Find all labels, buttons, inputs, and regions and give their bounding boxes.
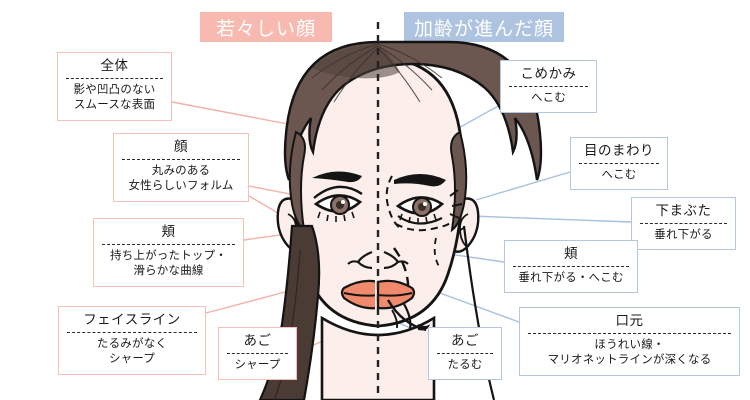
lip-line-left <box>343 292 375 297</box>
callout-title: あご <box>243 333 272 348</box>
callout-divider <box>67 331 197 333</box>
callout-divider <box>102 243 235 245</box>
callout-divider <box>437 352 493 354</box>
callout-title: あご <box>451 333 479 348</box>
callout-desc: 持ち上がったトップ・ 滑らかな曲線 <box>110 249 227 278</box>
callout-title: 全体 <box>100 58 129 73</box>
banner-aged-face: 加齢が進んだ顔 <box>404 12 564 42</box>
callout-aged-eye-area[interactable]: 目のまわり へこむ <box>570 137 668 191</box>
callout-young-faceline[interactable]: フェイスライン たるみがなく シャープ <box>58 306 206 375</box>
leader-line-faceline <box>205 287 301 314</box>
callout-desc: たるみがなく シャープ <box>96 337 168 366</box>
callout-aged-cheek[interactable]: 頬 垂れ下がる・へこむ <box>504 240 638 294</box>
callout-title: 下まぶた <box>655 203 712 218</box>
callout-aged-temple[interactable]: こめかみ へこむ <box>500 60 597 114</box>
callout-divider <box>513 265 629 267</box>
nostril-left <box>347 260 359 265</box>
lip-line-right <box>377 292 413 297</box>
banner-aged-label: 加齢が進んだ顔 <box>413 18 554 40</box>
callout-divider <box>528 332 731 334</box>
aged-side-features <box>376 174 463 332</box>
jaw-sag-arrow <box>418 324 430 331</box>
leader-line-eye-area <box>475 171 571 201</box>
callout-desc: シャープ <box>234 358 281 371</box>
callout-divider <box>227 352 288 354</box>
callout-desc: 影や凹凸のない スムースな表面 <box>73 83 156 112</box>
callout-desc: へこむ <box>601 168 637 181</box>
banner-young-face: 若々しい顔 <box>200 12 332 42</box>
callout-title: 口元 <box>615 313 644 328</box>
callout-aged-lower-lid[interactable]: 下まぶた 垂れ下がる <box>631 197 736 251</box>
marionette-line-inner <box>391 309 399 329</box>
eyelid-crease-left <box>313 185 363 199</box>
eye-highlight-right <box>423 202 427 206</box>
hollow-eye-line <box>395 219 455 232</box>
callout-divider <box>66 77 163 79</box>
callout-young-chin[interactable]: あご シャープ <box>218 327 297 381</box>
eyebrow-right <box>394 174 446 187</box>
nostril-right <box>397 260 409 265</box>
callout-desc: へこむ <box>530 91 567 104</box>
callout-desc: ほうれい線・ マリオネットラインが深くなる <box>547 338 712 367</box>
callout-title: フェイスライン <box>83 312 181 327</box>
crows-feet <box>449 189 463 219</box>
callout-divider <box>122 158 240 160</box>
leader-line-temple <box>454 104 501 131</box>
eyelashes-left <box>317 211 355 222</box>
callout-desc: 丸みのある 女性らしいフォルム <box>128 164 234 193</box>
callout-young-face[interactable]: 顔 丸みのある 女性らしいフォルム <box>113 133 249 202</box>
callout-young-cheek[interactable]: 頬 持ち上がったトップ・ 滑らかな曲線 <box>93 218 244 287</box>
callout-young-whole[interactable]: 全体 影や凹凸のない スムースな表面 <box>57 52 172 121</box>
eyebrow-left <box>312 171 362 183</box>
callout-title: こめかみ <box>520 66 577 81</box>
lower-lid-sag <box>397 215 443 225</box>
callout-divider <box>640 222 727 224</box>
callout-title: 頬 <box>564 246 578 261</box>
leader-line-lower-lid <box>469 215 632 223</box>
marionette-line <box>403 303 412 331</box>
eye-highlight-left <box>341 200 345 204</box>
hollow-temple-line <box>385 175 401 229</box>
callout-desc: たるむ <box>447 358 483 371</box>
callout-desc: 垂れ下がる <box>654 228 713 241</box>
callout-divider <box>579 162 659 164</box>
callout-title: 目のまわり <box>584 143 654 158</box>
nasolabial-fold <box>393 247 410 295</box>
cheek-hollow-line <box>433 237 441 269</box>
young-side-features <box>312 171 375 310</box>
callout-desc: 垂れ下がる・へこむ <box>518 271 624 284</box>
callout-aged-chin[interactable]: あご たるむ <box>428 327 502 381</box>
callout-title: 顔 <box>174 139 188 154</box>
callout-title: 頬 <box>161 224 176 239</box>
banner-young-label: 若々しい顔 <box>215 18 316 40</box>
hair-strands <box>311 43 443 103</box>
callout-aged-mouth[interactable]: 口元 ほうれい線・ マリオネットラインが深くなる <box>519 307 740 376</box>
callout-divider <box>509 85 588 87</box>
